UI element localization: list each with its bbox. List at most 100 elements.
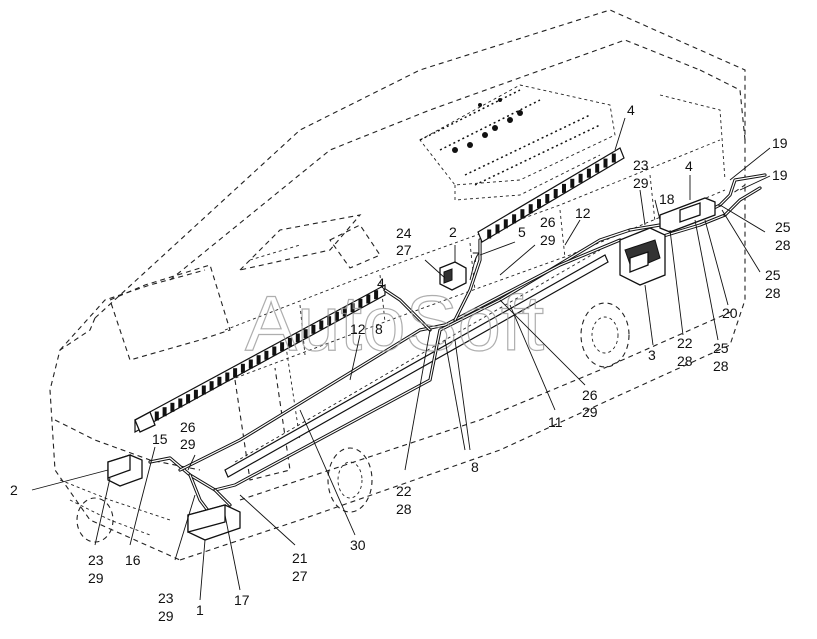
duct-segment xyxy=(545,194,550,203)
callout-12-left: 12 xyxy=(350,321,366,337)
duct-segment xyxy=(334,311,339,321)
callout-23-29-left-bottom: 29 xyxy=(88,570,104,586)
callout-26-29-mid-top: 26 xyxy=(582,387,598,403)
pipelines xyxy=(148,173,767,522)
duct-segment xyxy=(358,298,363,308)
callout-30: 30 xyxy=(350,537,366,553)
callout-5: 5 xyxy=(518,224,526,240)
duct-segment xyxy=(562,183,566,193)
duct-segment xyxy=(366,294,371,304)
duct-segment xyxy=(201,385,206,395)
callout-26-29-left-bottom: 29 xyxy=(180,436,196,452)
callout-1: 1 xyxy=(196,602,204,618)
duct-segment xyxy=(209,381,214,391)
callout-7: 7 xyxy=(472,249,480,265)
duct-segment xyxy=(162,407,167,417)
callout-26-29-top-bottom: 29 xyxy=(540,232,556,248)
duct-segment xyxy=(178,398,183,408)
air-duct-left-roof xyxy=(134,283,386,434)
callout-16: 16 xyxy=(125,552,141,568)
callout-8-bottom: 8 xyxy=(471,459,479,475)
callout-2-front: 2 xyxy=(10,482,18,498)
callout-18: 18 xyxy=(659,191,675,207)
front-heater-unit-2 xyxy=(107,454,143,487)
callout-25-28-c-bottom: 28 xyxy=(713,358,729,374)
callout-3: 3 xyxy=(648,347,656,363)
callout-8-left: 8 xyxy=(375,321,383,337)
callout-2-middle: 2 xyxy=(449,224,457,240)
duct-segment xyxy=(311,324,316,334)
duct-segment xyxy=(225,372,230,382)
callout-21-27-bottom: 27 xyxy=(292,568,308,584)
duct-segment xyxy=(503,219,508,229)
callout-4-left: 4 xyxy=(377,275,385,291)
callout-15: 15 xyxy=(152,431,168,447)
front-duct-end xyxy=(134,411,156,433)
duct-segment xyxy=(303,329,308,339)
duct-segment xyxy=(586,168,591,178)
callout-23-29-right-top: 23 xyxy=(633,157,649,173)
front-block-unit-1 xyxy=(187,504,241,541)
callout-25-28-b-top: 25 xyxy=(765,267,781,283)
duct-segment xyxy=(595,163,600,173)
callout-25-28-a-bottom: 28 xyxy=(775,237,791,253)
callout-22-28-right-top: 22 xyxy=(677,335,693,351)
callout-23-29-bottom-bottom: 29 xyxy=(158,608,174,624)
callout-23-29-right-bottom: 29 xyxy=(633,175,649,191)
duct-segment xyxy=(512,214,517,224)
duct-segment xyxy=(264,350,269,360)
ceiling-diffusers xyxy=(419,89,601,186)
callout-26-29-left-top: 26 xyxy=(180,419,196,435)
duct-segment xyxy=(240,363,245,373)
leader-lines xyxy=(31,117,771,601)
rear-duct-unit-4 xyxy=(659,197,716,233)
callout-23-29-bottom-top: 23 xyxy=(158,590,174,606)
callout-23-29-left-top: 23 xyxy=(88,552,104,568)
duct-segment xyxy=(487,229,492,239)
callout-22-28-mid-bottom: 28 xyxy=(396,501,412,517)
callout-11: 11 xyxy=(548,414,563,430)
callout-19-bottom: 19 xyxy=(772,167,788,183)
duct-segment xyxy=(374,290,379,300)
duct-segment xyxy=(217,376,222,386)
duct-segment xyxy=(528,204,533,214)
duct-segment xyxy=(350,303,355,313)
callout-4-top: 4 xyxy=(627,102,635,118)
duct-segment xyxy=(495,224,500,234)
duct-segment xyxy=(256,355,261,365)
callout-19-top: 19 xyxy=(772,135,788,151)
callout-labels: 2 15 26 29 23 29 16 23 29 1 17 21 27 30 … xyxy=(10,102,791,624)
duct-segment xyxy=(342,307,347,317)
callout-25-28-c-top: 25 xyxy=(713,340,729,356)
callout-22-28-mid-top: 22 xyxy=(396,483,412,499)
duct-segment xyxy=(186,394,191,404)
duct-segment xyxy=(248,359,253,369)
duct-segment xyxy=(327,316,332,326)
callout-24-27-top: 24 xyxy=(396,225,412,241)
duct-segment xyxy=(553,189,558,198)
duct-segment xyxy=(578,173,583,183)
callout-20: 20 xyxy=(722,305,738,321)
callout-12-right: 12 xyxy=(575,205,591,221)
bus-body-outline xyxy=(49,9,746,561)
callout-4-right: 4 xyxy=(685,158,693,174)
duct-segment xyxy=(280,342,285,352)
duct-segment xyxy=(537,199,541,209)
duct-segment xyxy=(611,153,616,163)
autosoft-watermark: AutoSoft xyxy=(245,279,545,367)
duct-segment xyxy=(170,402,175,412)
callout-17: 17 xyxy=(234,592,250,608)
rear-heater-unit-3 xyxy=(619,227,666,286)
duct-segment xyxy=(233,368,238,378)
duct-segment xyxy=(193,389,198,399)
callout-24-27-bottom: 27 xyxy=(396,242,412,258)
middle-heater-unit-2 xyxy=(439,261,467,291)
callout-22-28-right-bottom: 28 xyxy=(677,353,693,369)
duct-segment xyxy=(287,337,292,347)
callout-25-28-b-bottom: 28 xyxy=(765,285,781,301)
duct-segment xyxy=(520,209,525,219)
callout-25-28-a-top: 25 xyxy=(775,219,791,235)
duct-segment xyxy=(603,158,608,168)
duct-segment xyxy=(295,333,300,343)
